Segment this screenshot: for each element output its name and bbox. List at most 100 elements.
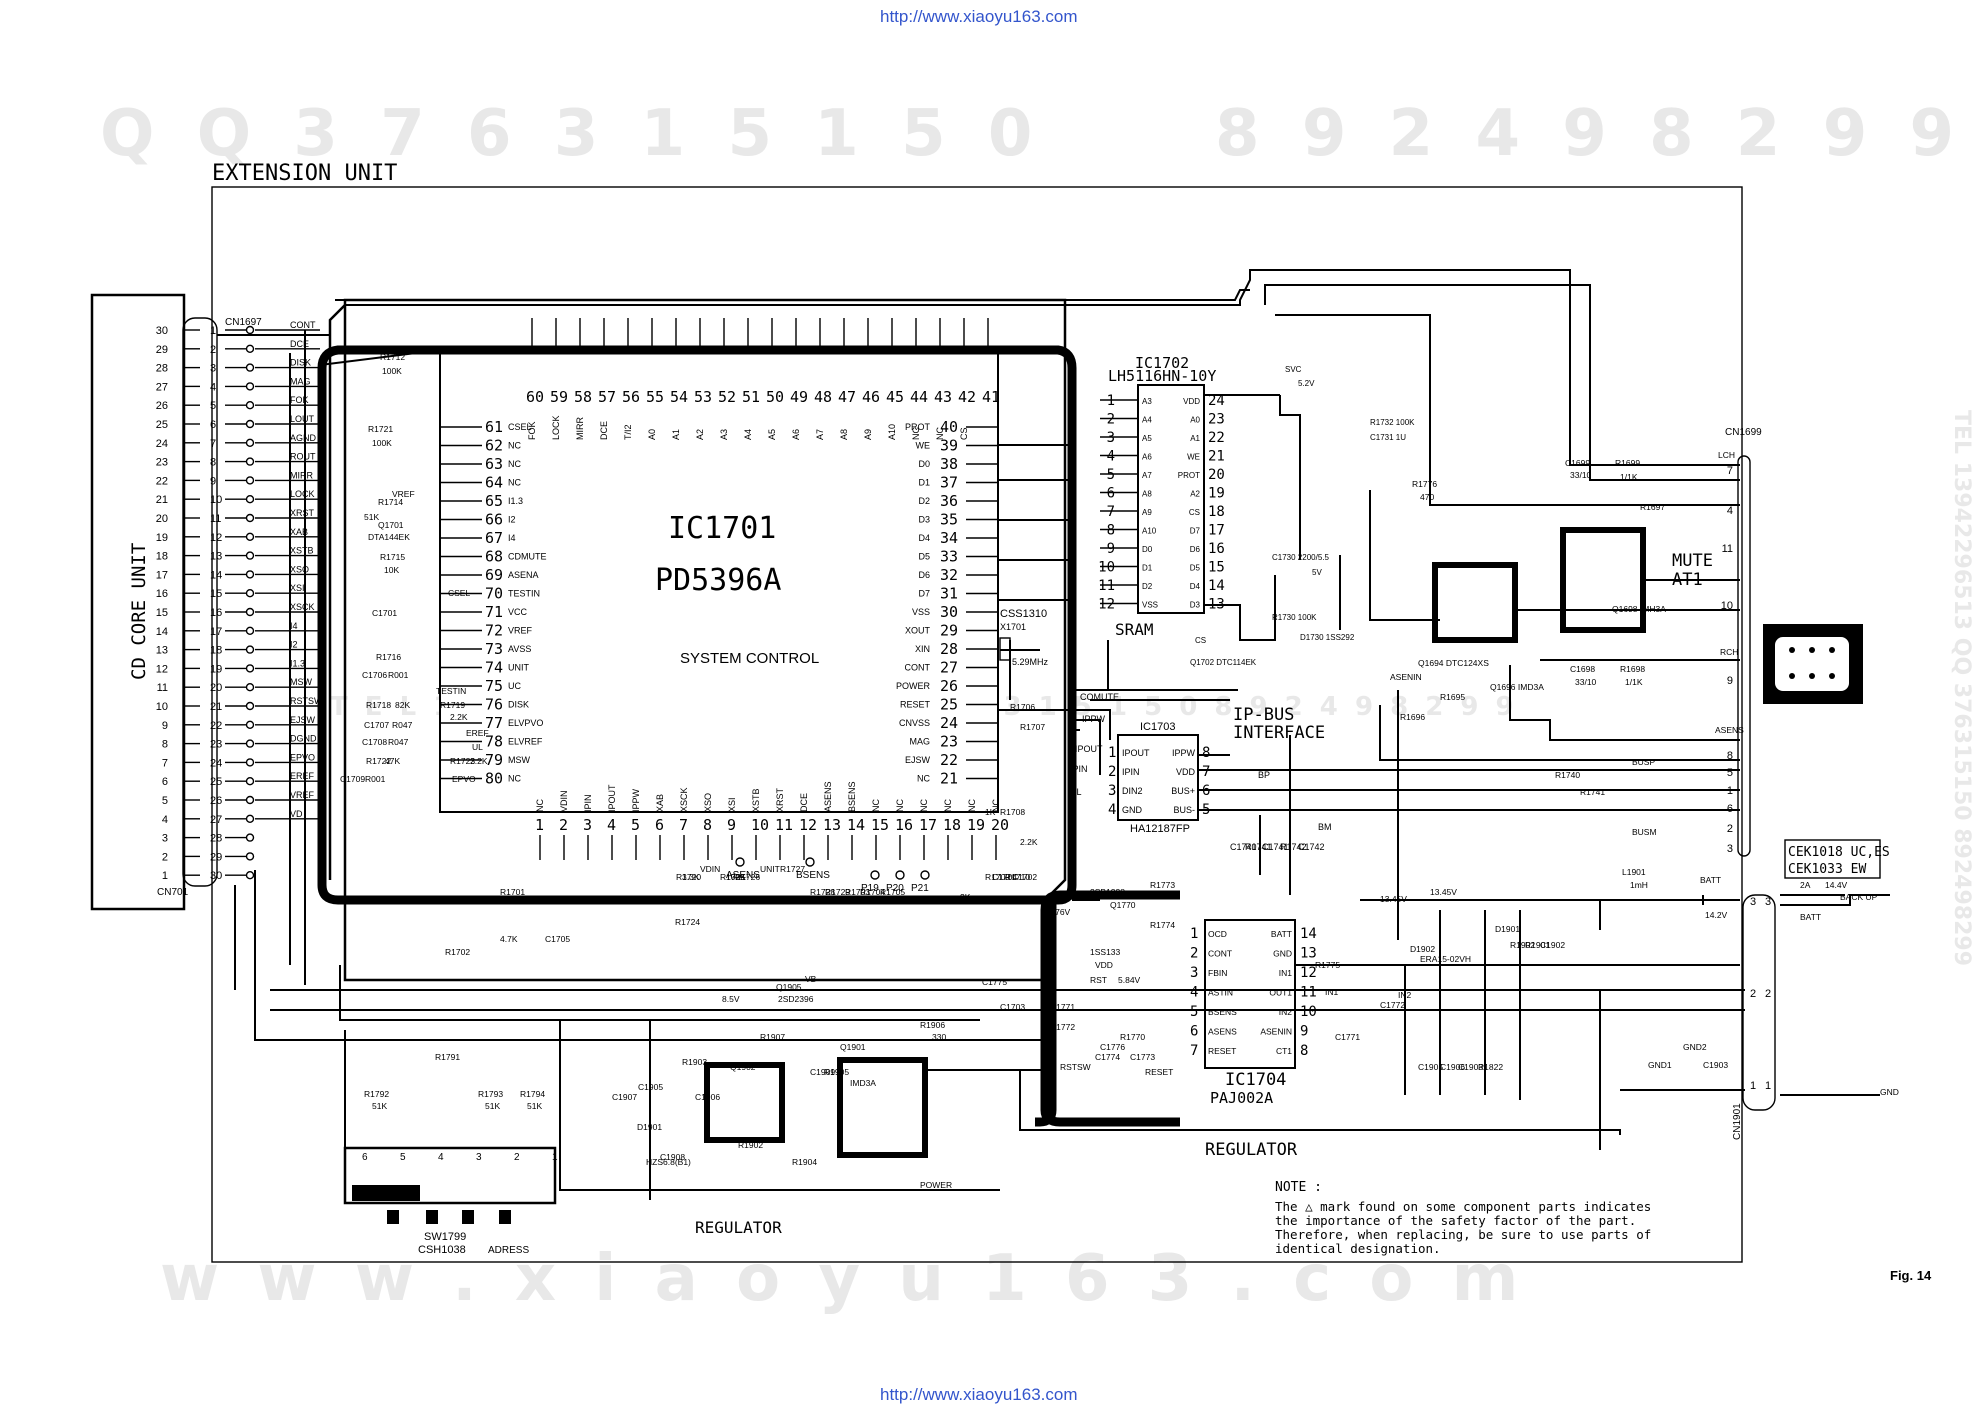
component-label: R1720: [676, 872, 701, 882]
signal-label: I1.3: [290, 658, 305, 668]
ic1701-pin-name-top: A5: [767, 429, 777, 440]
figure-label: Fig. 14: [1890, 1268, 1932, 1283]
ic1702-pin-name-left: VSS: [1142, 601, 1158, 610]
extension-unit-frame: [211, 186, 1743, 1263]
url-top[interactable]: http://www.xiaoyu163.com: [880, 7, 1077, 26]
ic1701-pin-name-bottom: BSENS: [847, 781, 857, 812]
test-point-label: ASENS: [726, 870, 760, 881]
ic1701-pin-name-left: ASENA: [508, 570, 539, 580]
ic1703-label: C1741: [1262, 842, 1289, 852]
ic1703-label: R1741: [1245, 842, 1272, 852]
ic1702-pin-name-right: A0: [1190, 416, 1200, 425]
cn1697-pin: 8: [210, 457, 216, 469]
ic1701-pins: 60FOK59LOCK58MIRR57DCE56T/I255A054A153A2…: [440, 318, 1009, 894]
component-label: R1709: [985, 872, 1010, 882]
component-label: CSEL: [448, 588, 470, 598]
cn1697-pin-list: 1234567891011121314151617181920212223242…: [210, 325, 255, 882]
cn1697-pin: 6: [210, 419, 216, 431]
cd-core-pin: 1: [162, 870, 168, 882]
ic1702-pin-name-left: A10: [1142, 527, 1157, 536]
cn1697-pin: 1: [210, 325, 216, 337]
ic1702-pin-right: 24: [1208, 393, 1225, 409]
ic1702-nearby-label: 5.2V: [1298, 379, 1315, 388]
ic1701-pin-top: 41: [982, 388, 1000, 406]
component-label: R1716: [376, 652, 401, 662]
ic1701-pin-name-top: A0: [647, 429, 657, 440]
component-label: 470: [1420, 492, 1434, 502]
component-label: R1905: [824, 1067, 849, 1077]
cn1699-label: CN1699: [1725, 427, 1762, 438]
cn1697-pin: 3: [210, 363, 216, 375]
component-label: POWER: [920, 1180, 952, 1190]
ic1704-pin-name-left: CONT: [1208, 949, 1232, 959]
component-label: R1718: [366, 700, 391, 710]
ic1701-pin-bottom: 1: [535, 816, 544, 834]
test-point: [245, 513, 255, 523]
component-label: 1K: [985, 807, 996, 817]
ic1701-pin-bottom: 17: [919, 816, 937, 834]
regulator-right-border: [1040, 890, 1180, 1127]
ic1702-chip: [1137, 384, 1205, 614]
ic1701-pin-name-bottom: NC: [535, 799, 545, 812]
url-bottom[interactable]: http://www.xiaoyu163.com: [880, 1385, 1077, 1404]
ic1701-pin-left: 79: [485, 751, 503, 769]
regulator-left-label: REGULATOR: [695, 1218, 782, 1237]
component-label: BACK UP: [1840, 892, 1878, 902]
ic1701-pin-bottom: 8: [703, 816, 712, 834]
ic1701-pin-name-right: D5: [918, 552, 930, 562]
component-label: 1/1K: [1625, 677, 1643, 687]
ic1701-pin-right: 21: [940, 770, 958, 788]
component-label: Q1905: [776, 982, 802, 992]
signal-label: MIRR: [290, 470, 313, 480]
ic1701-pin-left: 78: [485, 733, 503, 751]
signal-label: XRST: [290, 508, 315, 518]
component-label: C1907: [612, 1092, 637, 1102]
ic1701-pin-name-right: CNVSS: [899, 718, 930, 728]
mute-section: MUTE AT1 CN1699: [1432, 427, 1762, 857]
ic1702-pin-right: 16: [1208, 541, 1225, 557]
cn1699-pin: 1: [1727, 785, 1733, 797]
ic1703-pin-right: 7: [1202, 764, 1210, 780]
interface-label: INTERFACE: [1233, 723, 1325, 743]
ic1701-pin-left: 64: [485, 474, 503, 492]
component-label: VDD: [1095, 960, 1113, 970]
ic1701-pin-name-top: A6: [791, 429, 801, 440]
safety-note: NOTE : The △ mark found on some componen…: [1275, 1180, 1651, 1256]
ic1702-pin-right: 21: [1208, 449, 1225, 465]
ic1704-pin-right: 10: [1300, 1004, 1317, 1020]
ic1701-pin-top: 53: [694, 388, 712, 406]
cn1697-pin: 11: [210, 513, 221, 525]
component-label: BATT: [1700, 875, 1721, 885]
cd-core-unit-label: CD CORE UNIT: [128, 543, 150, 680]
component-label: TESTIN: [436, 686, 466, 696]
signal-label: XSTB: [290, 546, 314, 556]
ic1701-pin-name-bottom: NC: [967, 799, 977, 812]
switch-sw1799[interactable]: SW1799 CSH1038 ADRESS: [343, 1146, 557, 1256]
cn1901-pin-left: 2: [1750, 988, 1756, 1000]
ic1702-pin-name-right: WE: [1187, 453, 1200, 462]
component-label: C1704: [992, 872, 1017, 882]
test-point: [245, 720, 255, 729]
ic1701-pin-right: 33: [940, 548, 958, 566]
test-point: [895, 870, 905, 880]
component-label: R1774: [1150, 920, 1175, 930]
cn1699-pin: 3: [1727, 843, 1733, 855]
signal-label: MSW: [290, 677, 313, 687]
cn1699-pin: 10: [1721, 600, 1733, 612]
cn1699-pin: 8: [1727, 750, 1733, 762]
watermark-top-right: 8 9 2 4 9 8 2 9 9: [1215, 97, 1964, 171]
ic1702-pin-name-left: A9: [1142, 508, 1152, 517]
ic1704-pin-left: 3: [1190, 965, 1198, 981]
ic1704-pin-name-right: IN2: [1279, 1007, 1293, 1017]
ic1702-pin-name-right: A1: [1190, 434, 1200, 443]
ic1702-pin-right: 17: [1208, 523, 1225, 539]
cd-core-pin: 16: [156, 588, 168, 600]
component-label: C1771: [1335, 1032, 1360, 1042]
crystal-freq: 5.29MHz: [1012, 657, 1049, 667]
component-label: R1726: [735, 872, 760, 882]
ic1701-pin-name-bottom: VDIN: [559, 790, 569, 812]
cd-core-pin: 28: [156, 363, 168, 375]
component-label: DTA144EK: [368, 532, 410, 542]
ic1703-label: R1742: [1280, 842, 1307, 852]
